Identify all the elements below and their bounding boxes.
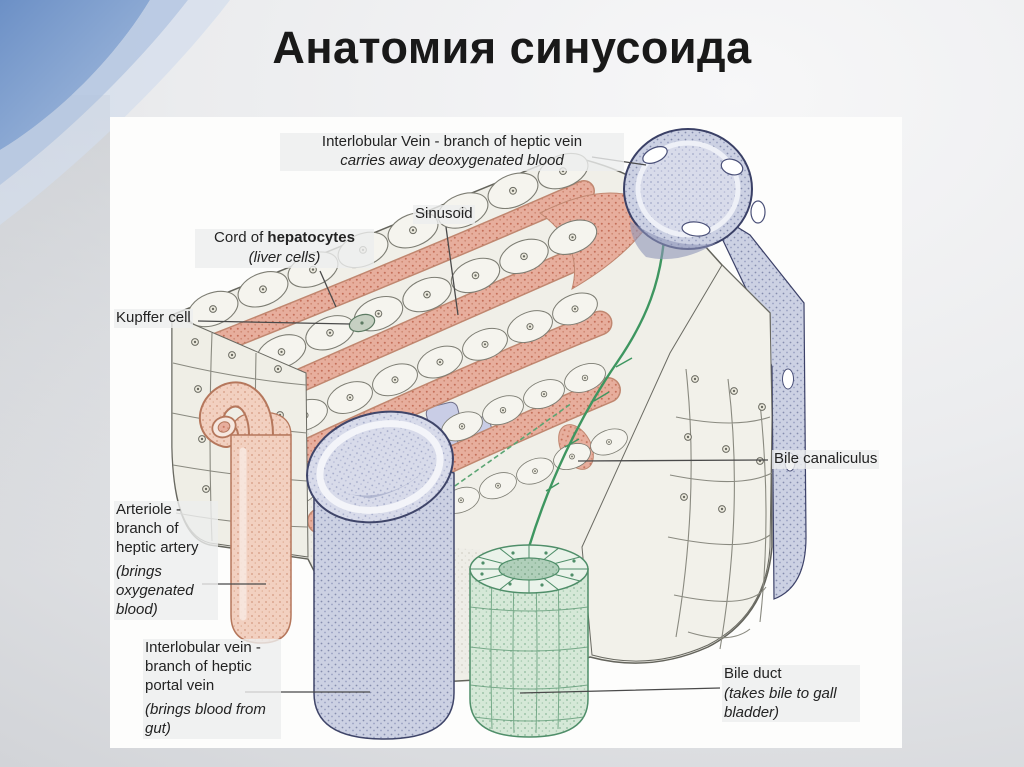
label-central-vein-line2: carries away deoxygenated blood [340, 151, 564, 169]
label-bile-canaliculus: Bile canaliculus [772, 450, 880, 469]
block-right-face [581, 264, 773, 662]
label-cord-line1: Cord of hepatocytes [214, 229, 355, 246]
label-central-vein: Interlobular Vein - branch of heptic vei… [280, 133, 624, 171]
label-bile-duct: Bile duct (takes bile to gall bladder) [722, 665, 860, 723]
label-portal-vein: Interlobular vein - branch of heptic por… [143, 639, 281, 739]
portal-vein-tube [306, 410, 455, 740]
liver-diagram [171, 128, 807, 740]
label-portal-vein-main: Interlobular vein - branch of heptic por… [145, 639, 261, 694]
label-central-vein-line1: Interlobular Vein - branch of heptic vei… [321, 133, 583, 150]
label-kupffer-cell: Kupffer cell [114, 309, 193, 328]
label-bile-duct-note: (takes bile to gall bladder) [724, 684, 837, 721]
central-vein [623, 128, 766, 260]
label-cord-note: (liver cells) [248, 248, 321, 266]
kupffer-cell [348, 313, 376, 333]
diagram-panel: Interlobular Vein - branch of heptic vei… [110, 117, 902, 748]
label-bile-duct-main: Bile duct [724, 665, 782, 682]
label-cord-of-hepatocytes: Cord of hepatocytes (liver cells) [195, 229, 374, 268]
bile-canaliculus-thread [421, 238, 666, 548]
label-arteriole: Arteriole - branch of heptic artery (bri… [114, 501, 218, 620]
bile-duct-tube [469, 544, 589, 738]
label-arteriole-note: (brings oxygenated blood) [116, 563, 194, 618]
page-title: Анатомия синусоида [272, 22, 752, 73]
label-arteriole-main: Arteriole - branch of heptic artery [116, 501, 199, 556]
label-portal-vein-note: (brings blood from gut) [145, 701, 266, 737]
label-sinusoid: Sinusoid [413, 205, 475, 224]
arteriole-tube [198, 381, 292, 644]
corner-decoration [0, 0, 230, 225]
